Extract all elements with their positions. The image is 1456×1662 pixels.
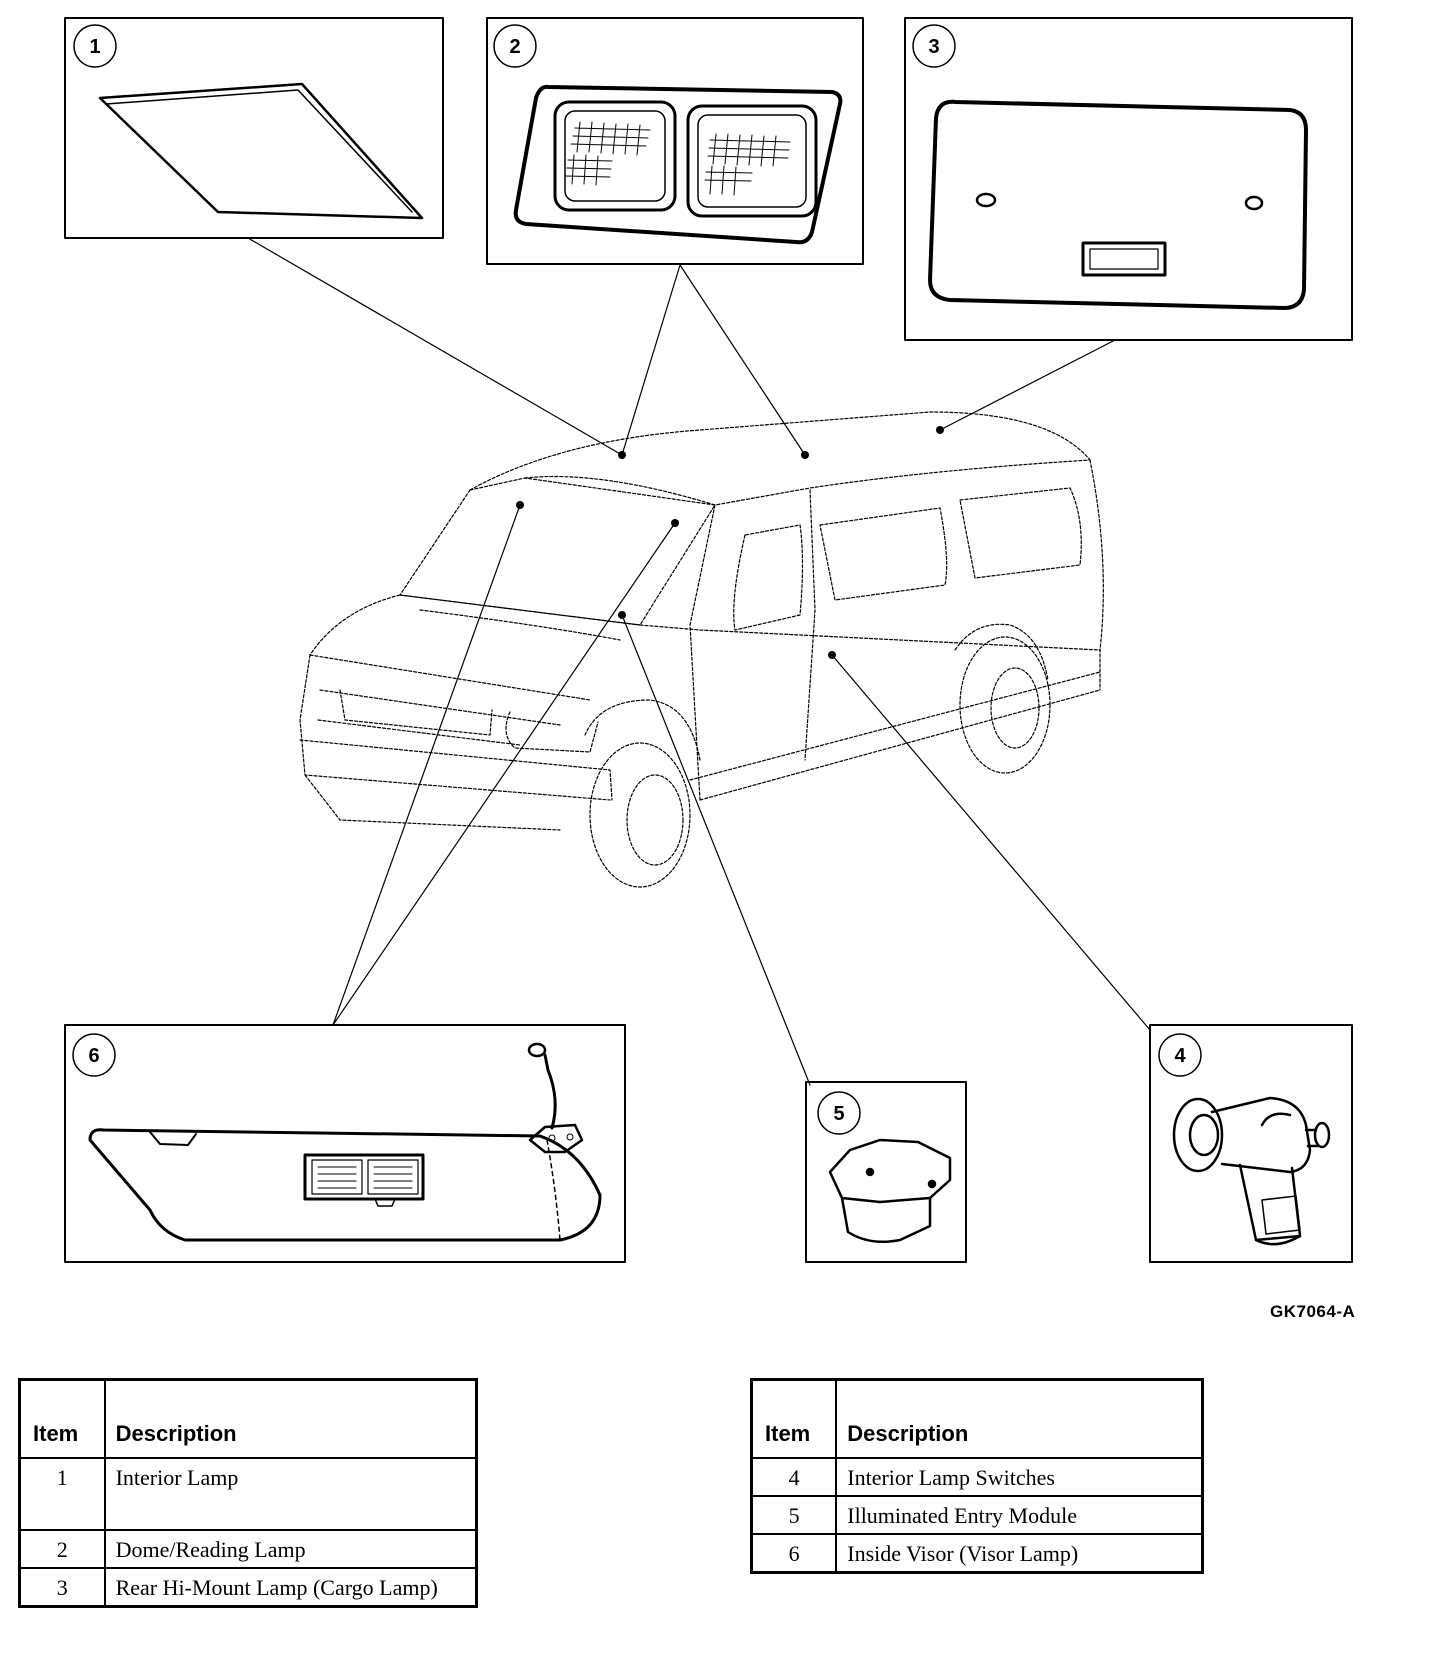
description-column-header: Description: [835, 1378, 1204, 1459]
item-description: Illuminated Entry Module: [835, 1495, 1204, 1535]
callout-2-number: 2: [509, 36, 520, 58]
table-header-row: Item Description: [750, 1378, 1204, 1459]
item-description: Dome/Reading Lamp: [103, 1529, 478, 1569]
description-column-header: Description: [103, 1378, 478, 1459]
interior-lamp-illustration: [98, 82, 424, 220]
panel-5: [805, 1081, 967, 1263]
leader-dots: [516, 426, 944, 659]
callout-bubbles: [72, 24, 1202, 1135]
table-header-row: Item Description: [18, 1378, 478, 1459]
callout-5-circle: [817, 1091, 861, 1135]
table-row: 3 Rear Hi-Mount Lamp (Cargo Lamp): [18, 1567, 478, 1608]
table-row: 6 Inside Visor (Visor Lamp): [750, 1533, 1204, 1574]
panel-1: [64, 17, 444, 239]
figure-code: GK7064-A: [1270, 1302, 1356, 1321]
callout-4-number: 4: [1174, 1045, 1186, 1067]
leader-lines: [247, 237, 1151, 1086]
item-column-header: Item: [750, 1378, 838, 1459]
table-row: 2 Dome/Reading Lamp: [18, 1529, 478, 1569]
callout-2-circle: [493, 24, 537, 68]
callout-3-number: 3: [928, 36, 939, 58]
dome-reading-lamp-illustration: [513, 84, 843, 245]
table-row: 4 Interior Lamp Switches: [750, 1457, 1204, 1497]
item-number: 4: [750, 1457, 838, 1497]
panel-6: [64, 1024, 626, 1263]
table-row: 5 Illuminated Entry Module: [750, 1495, 1204, 1535]
item-number: 1: [18, 1457, 106, 1531]
item-column-header: Item: [18, 1378, 106, 1459]
item-description: Interior Lamp Switches: [835, 1457, 1204, 1497]
item-description: Rear Hi-Mount Lamp (Cargo Lamp): [103, 1567, 478, 1608]
panel-2: [486, 17, 864, 265]
callout-6-number: 6: [88, 1045, 99, 1067]
callout-6-circle: [72, 1033, 116, 1077]
callout-5-number: 5: [833, 1103, 844, 1125]
van-illustration: [299, 411, 1104, 888]
interior-lamp-switches-illustration: [1172, 1096, 1331, 1246]
item-number: 2: [18, 1529, 106, 1569]
rear-hi-mount-lamp-illustration: [928, 99, 1308, 310]
item-number: 6: [750, 1533, 838, 1574]
illuminated-entry-module-illustration: [828, 1138, 952, 1243]
legend-table-left: Item Description 1 Interior Lamp 2 Dome/…: [18, 1378, 478, 1608]
panel-4: [1149, 1024, 1353, 1263]
item-number: 3: [18, 1567, 106, 1608]
callout-1-number: 1: [89, 36, 100, 58]
inside-visor-illustration: [88, 1042, 602, 1242]
legend-table-right: Item Description 4 Interior Lamp Switche…: [750, 1378, 1204, 1574]
table-row: 1 Interior Lamp: [18, 1457, 478, 1531]
callout-3-circle: [912, 24, 956, 68]
item-number: 5: [750, 1495, 838, 1535]
panel-3: [904, 17, 1353, 341]
callout-4-circle: [1158, 1033, 1202, 1077]
lamp-location-diagram: 1 2 3 4 5 6: [64, 17, 1353, 1263]
item-description: Interior Lamp: [103, 1457, 478, 1531]
item-description: Inside Visor (Visor Lamp): [835, 1533, 1204, 1574]
callout-1-circle: [73, 24, 117, 68]
